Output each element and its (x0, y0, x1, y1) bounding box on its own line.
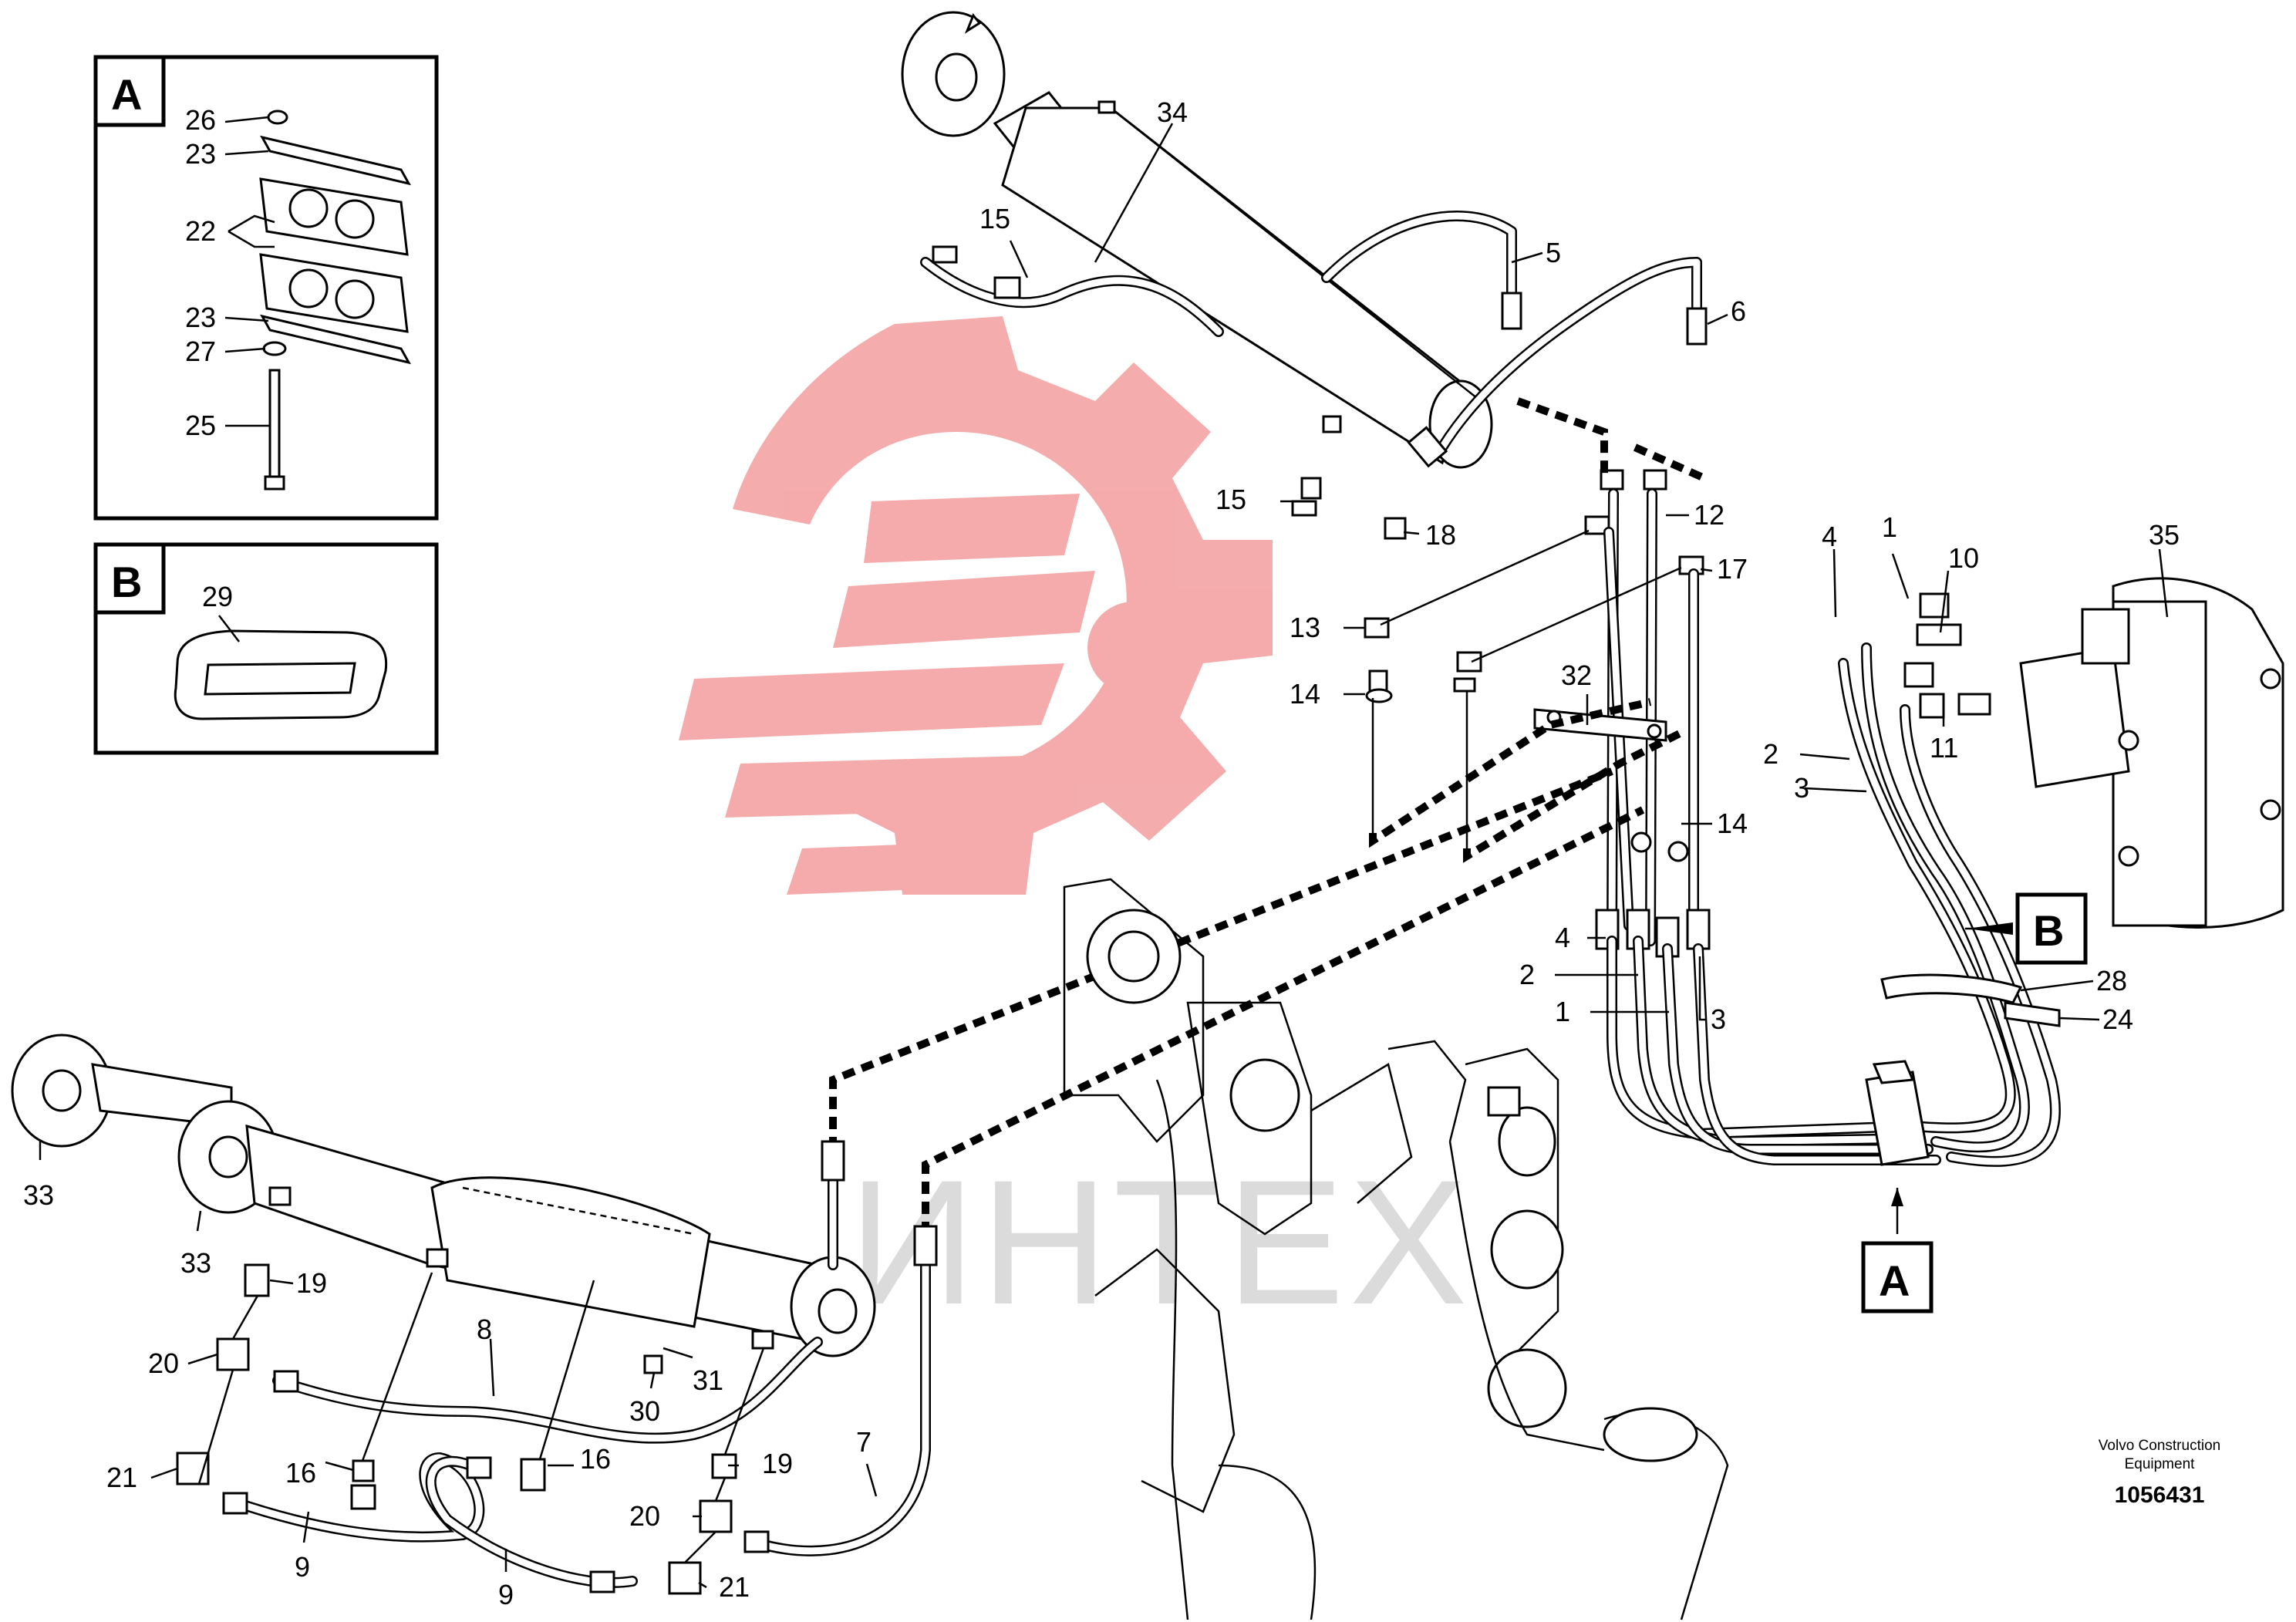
callout-5: 5 (1546, 237, 1561, 268)
inset-a-label-25: 25 (185, 410, 216, 441)
lower-cylinders (11, 1034, 876, 1357)
inset-a-label-23-bottom: 23 (185, 302, 216, 333)
callout-2-right: 2 (1763, 738, 1778, 770)
watermark-text: ИНТЕХ (848, 1143, 1472, 1341)
view-marker-b: B (2015, 892, 2088, 965)
callout-24: 24 (2102, 1003, 2133, 1035)
callout-9-right: 9 (498, 1579, 514, 1610)
callout-4-centre: 4 (1555, 922, 1570, 953)
callout-33-left: 33 (23, 1179, 54, 1211)
callout-1-right: 1 (1882, 511, 1897, 543)
doc-number: 1056431 (2115, 1482, 2205, 1508)
inset-a-letter: A (111, 70, 142, 119)
callout-14-left: 14 (1290, 678, 1320, 710)
valve-block (1903, 577, 2284, 929)
inset-a-label-23-top: 23 (185, 138, 216, 170)
callout-6: 6 (1731, 295, 1746, 327)
centre-pipes (1371, 488, 1711, 958)
callout-4-right: 4 (1822, 521, 1837, 552)
callout-17: 17 (1717, 553, 1748, 585)
callout-2-centre: 2 (1519, 959, 1535, 990)
callout-8: 8 (477, 1313, 492, 1345)
callout-3-right: 3 (1794, 772, 1809, 804)
callout-19-left: 19 (296, 1267, 327, 1299)
callout-35: 35 (2149, 519, 2180, 551)
inset-a-label-27: 27 (185, 336, 216, 367)
callout-19-right: 19 (762, 1448, 793, 1479)
callout-32: 32 (1561, 659, 1592, 691)
inset-a-label-26: 26 (185, 104, 216, 136)
callout-15-top: 15 (979, 203, 1010, 234)
callout-7: 7 (856, 1426, 872, 1458)
fittings-lower (176, 1263, 765, 1595)
callout-20-left: 20 (148, 1347, 179, 1379)
callout-16-left: 16 (285, 1457, 316, 1489)
inset-a: A 26 23 22 23 27 25 (93, 55, 439, 521)
callout-18: 18 (1425, 519, 1456, 551)
callout-30: 30 (629, 1395, 660, 1427)
lower-routing-pipes (1607, 642, 2061, 1167)
callout-31: 31 (693, 1364, 723, 1396)
credit-block: Volvo Construction Equipment 1056431 (2099, 1438, 2220, 1508)
callout-34: 34 (1157, 96, 1188, 128)
callout-20-right: 20 (629, 1500, 660, 1532)
callout-16-right: 16 (580, 1443, 611, 1475)
view-marker-b-letter: B (2033, 906, 2064, 955)
callout-21-right: 21 (719, 1571, 750, 1603)
callout-28: 28 (2096, 965, 2127, 996)
callout-11: 11 (1930, 732, 1958, 764)
inset-b-letter: B (111, 558, 142, 606)
credit-line-2: Equipment (2125, 1456, 2196, 1472)
view-marker-a-letter: A (1879, 1256, 1910, 1305)
callout-3-centre: 3 (1711, 1003, 1726, 1035)
callout-10: 10 (1948, 542, 1979, 574)
callout-13: 13 (1290, 612, 1320, 643)
credit-line-1: Volvo Construction (2099, 1438, 2220, 1454)
callout-33-right: 33 (180, 1247, 211, 1279)
callout-12: 12 (1694, 499, 1725, 531)
callout-1-centre: 1 (1555, 996, 1570, 1027)
loader-frame (1063, 878, 1729, 1620)
lower-hoses (222, 1140, 938, 1593)
inset-b: B 29 (93, 542, 439, 755)
leader-lines (39, 123, 2169, 1589)
callout-9-left: 9 (295, 1551, 310, 1583)
callout-21-left: 21 (106, 1462, 137, 1493)
callout-numbers: 34 15 5 6 15 18 12 17 13 14 32 14 4 2 1 … (23, 96, 2180, 1610)
upper-hoses (920, 211, 1708, 468)
inset-a-label-22: 22 (185, 215, 216, 247)
watermark-logo: ИНТЕХ (679, 316, 1472, 1341)
fittings-upper (1291, 469, 1704, 703)
inset-b-label-29: 29 (202, 581, 233, 612)
routing-dashes (829, 397, 1707, 1234)
view-marker-a: A (1861, 1241, 1934, 1313)
callout-15-mid: 15 (1215, 484, 1246, 515)
callout-14-right: 14 (1717, 808, 1748, 839)
